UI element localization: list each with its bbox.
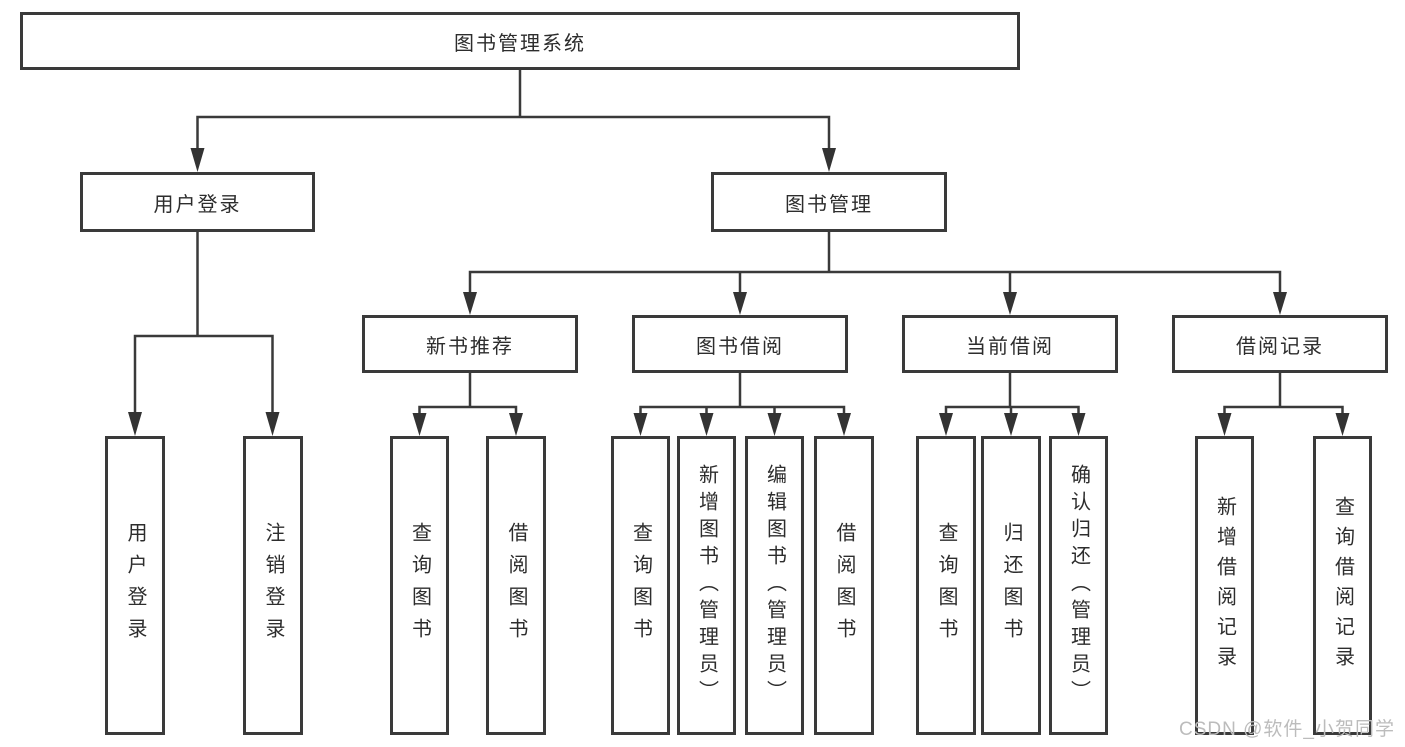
leaf-query-books-borrow: 查询图书 [611, 436, 670, 735]
leaf-logout-label: 注销登录 [262, 521, 284, 650]
node-current-borrowing: 当前借阅 [902, 315, 1118, 373]
leaf-add-books-admin-label: 新增图书（管理员） [695, 464, 718, 707]
node-book-management-branch-label: 图书管理 [785, 193, 873, 216]
leaf-query-books-current-label: 查询图书 [935, 521, 957, 650]
node-book-borrowing: 图书借阅 [632, 315, 848, 373]
arrowheads [128, 148, 1350, 436]
node-root: 图书管理系统 [20, 12, 1020, 70]
leaf-add-borrow-record-label: 新增借阅记录 [1213, 495, 1236, 676]
node-current-borrowing-label: 当前借阅 [966, 335, 1054, 358]
leaf-query-borrow-record: 查询借阅记录 [1313, 436, 1372, 735]
leaf-return-books-label: 归还图书 [1000, 521, 1022, 650]
node-borrowing-records-label: 借阅记录 [1236, 335, 1324, 358]
node-borrowing-records: 借阅记录 [1172, 315, 1388, 373]
leaf-confirm-return-admin: 确认归还（管理员） [1049, 436, 1108, 735]
leaf-query-books-recommend-label: 查询图书 [408, 521, 431, 650]
leaf-borrow-books-recommend: 借阅图书 [486, 436, 546, 735]
leaf-logout: 注销登录 [243, 436, 303, 735]
node-new-book-recommend-label: 新书推荐 [426, 335, 514, 358]
leaf-borrow-books: 借阅图书 [814, 436, 874, 735]
node-book-borrowing-label: 图书借阅 [696, 335, 784, 358]
leaf-return-books: 归还图书 [981, 436, 1041, 735]
leaf-confirm-return-admin-label: 确认归还（管理员） [1067, 464, 1090, 707]
node-new-book-recommend: 新书推荐 [362, 315, 578, 373]
node-user-login-branch-label: 用户登录 [153, 193, 242, 216]
csdn-watermark: CSDN @软件_小贺同学 [1179, 719, 1395, 740]
leaf-query-books-current: 查询图书 [916, 436, 976, 735]
leaf-edit-books-admin: 编辑图书（管理员） [745, 436, 804, 735]
node-user-login-branch: 用户登录 [80, 172, 315, 232]
leaf-user-login-label: 用户登录 [124, 521, 146, 650]
node-book-management-branch: 图书管理 [711, 172, 947, 232]
leaf-borrow-books-label: 借阅图书 [833, 521, 855, 650]
node-root-label: 图书管理系统 [454, 32, 586, 55]
leaf-user-login: 用户登录 [105, 436, 165, 735]
leaf-add-books-admin: 新增图书（管理员） [677, 436, 736, 735]
leaf-query-books-recommend: 查询图书 [390, 436, 449, 735]
leaf-query-borrow-record-label: 查询借阅记录 [1331, 495, 1354, 676]
leaf-add-borrow-record: 新增借阅记录 [1195, 436, 1254, 735]
leaf-edit-books-admin-label: 编辑图书（管理员） [763, 464, 786, 707]
leaf-borrow-books-recommend-label: 借阅图书 [505, 521, 527, 650]
leaf-query-books-borrow-label: 查询图书 [629, 521, 652, 650]
